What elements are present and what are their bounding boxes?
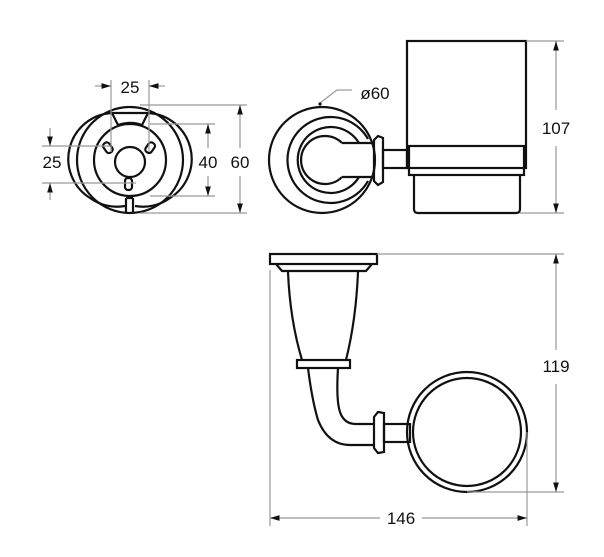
wall-plate-view xyxy=(67,105,193,215)
dim-107: 107 xyxy=(542,119,570,138)
dimension-lines-left xyxy=(42,80,247,214)
side-view xyxy=(268,252,529,494)
dim-40: 40 xyxy=(199,153,218,172)
dim-25-horizontal: 25 xyxy=(121,78,140,97)
dim-25-vertical: 25 xyxy=(43,153,62,172)
dim-119: 119 xyxy=(542,357,569,376)
dim-rosette-diameter: ø60 xyxy=(360,84,389,103)
front-view xyxy=(267,39,528,215)
dimension-119-146 xyxy=(269,253,564,526)
dim-60: 60 xyxy=(231,153,250,172)
dim-146: 146 xyxy=(387,509,415,528)
dimension-107 xyxy=(520,40,564,214)
